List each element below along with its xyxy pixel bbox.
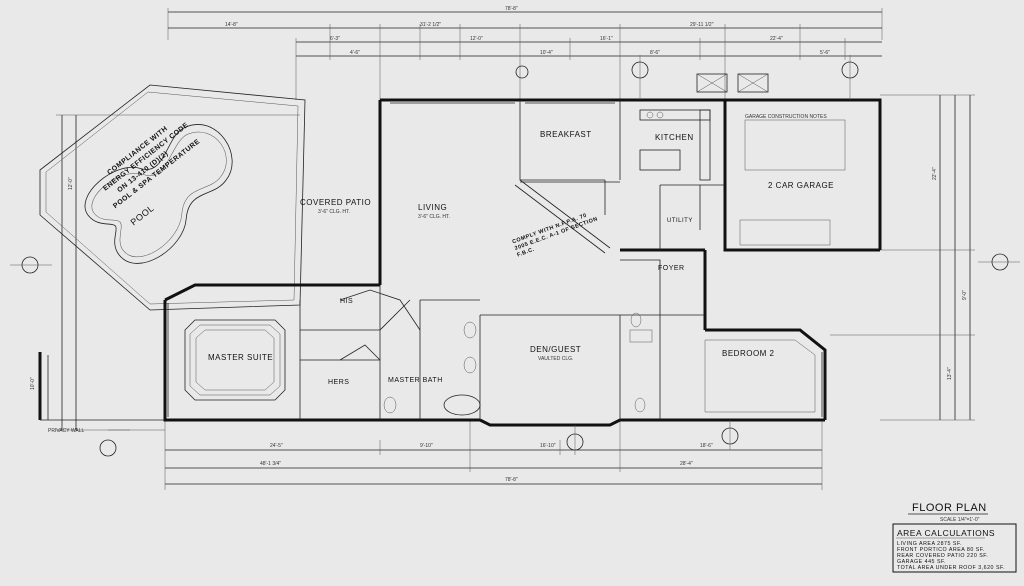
svg-text:3'-6" CLG. HT.: 3'-6" CLG. HT.: [318, 209, 350, 215]
svg-text:18'-6": 18'-6": [700, 443, 713, 449]
privacy-wall: PRIVACY WALL: [38, 352, 165, 434]
room-label-utility: UTILITY: [667, 218, 693, 224]
garage-equipment: [696, 73, 846, 246]
svg-text:PRIVACY WALL: PRIVACY WALL: [48, 428, 85, 434]
overall-dimension-bottom: 78'-8": [505, 477, 518, 483]
svg-text:13'-4": 13'-4": [947, 367, 953, 380]
dimension-sub-b: 28'-4": [680, 461, 693, 467]
area-calculations-heading: AREA CALCULATIONS: [897, 528, 995, 538]
bottom-dimension-lines: [164, 420, 823, 490]
svg-text:6'-3": 6'-3": [330, 36, 340, 42]
svg-text:29'-11 1/2": 29'-11 1/2": [690, 22, 714, 28]
svg-text:16'-1": 16'-1": [600, 36, 613, 42]
master-suite-tray: [184, 319, 286, 401]
sheet-scale: SCALE 1/4"=1'-0": [940, 517, 980, 523]
area-line-garage: GARAGE 445 SF.: [897, 559, 946, 565]
window-marks: [167, 102, 823, 417]
svg-text:22'-4": 22'-4": [932, 167, 938, 180]
room-label-living: LIVING: [418, 203, 447, 212]
interior-walls: [299, 100, 725, 420]
svg-text:F.B.C.: F.B.C.: [516, 247, 535, 259]
svg-text:16'-10": 16'-10": [540, 443, 556, 449]
svg-text:24'-5": 24'-5": [270, 443, 283, 449]
room-label-breakfast: BREAKFAST: [540, 130, 592, 139]
garage-notes: GARAGE CONSTRUCTION NOTES: [745, 114, 827, 120]
kitchen-counters: [639, 109, 711, 181]
room-label-his: HIS: [340, 298, 353, 305]
svg-text:8'-6": 8'-6": [650, 50, 660, 56]
svg-text:22'-4": 22'-4": [770, 36, 783, 42]
den-vaulted-note: VAULTED CLG.: [538, 356, 573, 362]
overall-dimension-top: 78'-8": [505, 6, 518, 12]
room-label-bedroom2: BEDROOM 2: [722, 349, 775, 358]
room-label-hers: HERS: [328, 379, 349, 386]
pool-deck: [39, 84, 306, 311]
room-label-garage: 2 CAR GARAGE: [768, 181, 834, 190]
area-calculations-box: [892, 523, 1017, 573]
svg-text:10'-0": 10'-0": [30, 377, 36, 390]
sheet-title: FLOOR PLAN: [912, 502, 987, 514]
svg-text:12'-0": 12'-0": [470, 36, 483, 42]
area-line-patio: REAR COVERED PATIO 220 SF.: [897, 553, 988, 559]
room-label-kitchen: KITCHEN: [655, 133, 694, 142]
room-label-master-suite: MASTER SUITE: [208, 353, 273, 362]
area-line-total: TOTAL AREA UNDER ROOF 3,620 SF.: [897, 565, 1005, 571]
room-label-covered-patio: COVERED PATIO: [300, 198, 371, 207]
living-angled-wall: [519, 179, 611, 249]
svg-text:3'-6" CLG. HT.: 3'-6" CLG. HT.: [418, 214, 450, 220]
svg-text:9'-0": 9'-0": [962, 290, 968, 300]
dimension-sub-a: 48'-1 3/4": [260, 461, 281, 467]
side-dimension-lines: [47, 94, 975, 431]
svg-text:5'-6": 5'-6": [820, 50, 830, 56]
svg-text:9'-10": 9'-10": [420, 443, 433, 449]
top-dimension-lines: [167, 8, 883, 100]
svg-text:14'-8": 14'-8": [225, 22, 238, 28]
bedroom2-outline: [704, 339, 816, 413]
svg-text:31'-2 1/2": 31'-2 1/2": [420, 22, 441, 28]
room-label-foyer: FOYER: [658, 265, 685, 272]
room-label-den-guest: DEN/GUEST: [530, 345, 581, 354]
svg-text:10'-4": 10'-4": [540, 50, 553, 56]
area-line-living: LIVING AREA 2875 SF.: [897, 541, 962, 547]
svg-text:12'-0": 12'-0": [68, 177, 74, 190]
bath-fixtures: [383, 312, 653, 416]
area-line-portico: FRONT PORTICO AREA 80 SF.: [897, 547, 985, 553]
svg-text:4'-6": 4'-6": [350, 50, 360, 56]
room-label-master-bath: MASTER BATH: [388, 377, 443, 384]
section-markers: [10, 55, 1020, 457]
